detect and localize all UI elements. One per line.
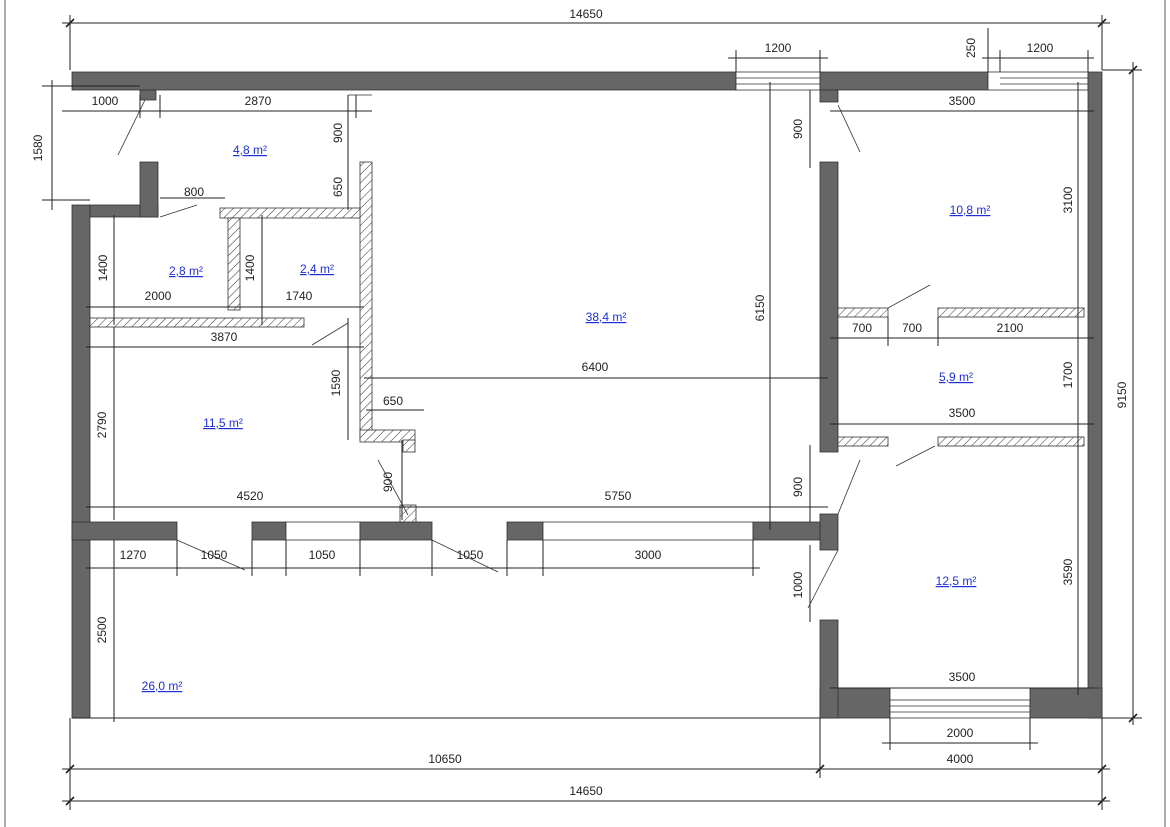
partition-bottom-post <box>399 504 417 523</box>
dim-r-3500-mid: 3500 <box>949 406 976 420</box>
dim-width-4520: 4520 <box>237 489 264 503</box>
partition-r-1 <box>837 307 889 318</box>
dim-r-3500-top: 3500 <box>949 94 976 108</box>
dim-seg-3000: 3000 <box>635 548 662 562</box>
wall-h-c <box>359 521 433 541</box>
wall-center-lower <box>819 619 839 719</box>
dim-corridor-1000: 1000 <box>92 94 119 108</box>
dim-left-2500: 2500 <box>95 616 109 643</box>
dim-win-top-right: 1200 <box>1027 41 1054 55</box>
wall-center-top-stub <box>819 89 839 103</box>
wall-h-a <box>71 521 178 541</box>
dim-seg-1050-c: 1050 <box>457 548 484 562</box>
area-room-5-9[interactable]: 5,9 m² <box>939 370 973 384</box>
dim-top-total: 14650 <box>569 7 603 21</box>
dim-hall-width: 3870 <box>211 330 238 344</box>
dim-bottom-left: 10650 <box>428 752 462 766</box>
wall-right <box>1087 71 1103 719</box>
dim-r-v-900-top: 900 <box>791 119 805 139</box>
dim-r-2000: 2000 <box>947 726 974 740</box>
partition-hall <box>89 317 305 328</box>
wall-center-vertical <box>819 161 839 453</box>
partition-r-3 <box>837 436 889 447</box>
partition-niche <box>359 429 416 443</box>
window-top-middle <box>735 71 821 91</box>
dim-r-v-900-mid: 900 <box>791 477 805 497</box>
dim-niche-650: 650 <box>383 394 403 408</box>
dim-right-total: 9150 <box>1115 381 1129 408</box>
dim-v-900-top: 900 <box>331 123 345 143</box>
partition-r-2 <box>937 307 1085 318</box>
dim-living-6400: 6400 <box>582 360 609 374</box>
opening-h-b <box>285 521 361 541</box>
opening-h-d <box>542 521 754 541</box>
wall-h-d <box>506 521 544 541</box>
area-room-10-8[interactable]: 10,8 m² <box>950 203 991 217</box>
area-room-2-8[interactable]: 2,8 m² <box>169 264 203 278</box>
partition-bath-top <box>219 207 361 219</box>
wall-top-right-a <box>819 71 989 91</box>
dimension-labels: 14650 1200 1200 250 1000 2870 1580 900 6… <box>31 7 1129 798</box>
dim-r-2100: 2100 <box>997 321 1024 335</box>
wall-center-stub <box>819 513 839 551</box>
door-swings <box>117 94 936 609</box>
area-room-26-0[interactable]: 26,0 m² <box>142 679 183 693</box>
wall-h-b <box>251 521 287 541</box>
dim-r-700-b: 700 <box>902 321 922 335</box>
dim-v-1590: 1590 <box>329 369 343 396</box>
dim-living-6150: 6150 <box>753 294 767 321</box>
dim-seg-1050-a: 1050 <box>201 548 228 562</box>
wall-bottom-right-b <box>1029 687 1103 719</box>
dim-bath1-height: 1400 <box>96 254 110 281</box>
interior-walls <box>71 89 1085 719</box>
dim-bottom-right: 4000 <box>947 752 974 766</box>
dim-v-650: 650 <box>331 177 345 197</box>
wall-left-stub <box>139 161 159 218</box>
area-room-4-8[interactable]: 4,8 m² <box>233 143 267 157</box>
dim-v-900-mid: 900 <box>381 472 395 492</box>
dim-r-3590: 3590 <box>1061 558 1075 585</box>
area-room-2-4[interactable]: 2,4 m² <box>300 262 334 276</box>
dim-r-3500-bot: 3500 <box>949 670 976 684</box>
dim-r-700-a: 700 <box>852 321 872 335</box>
partition-bath-right <box>359 161 373 441</box>
wall-left-top-stub <box>139 89 157 101</box>
area-room-12-5[interactable]: 12,5 m² <box>936 574 977 588</box>
dim-left-2790: 2790 <box>95 411 109 438</box>
dim-seg-1050-b: 1050 <box>309 548 336 562</box>
dim-bath1-width: 2000 <box>145 289 172 303</box>
dim-top-right-gap: 250 <box>964 38 978 58</box>
dim-bath2-height: 1400 <box>243 254 257 281</box>
dim-win-top-middle: 1200 <box>765 41 792 55</box>
window-top-right <box>987 71 1089 91</box>
dim-bath-door-800: 800 <box>184 185 204 199</box>
dim-r-1700: 1700 <box>1061 361 1075 388</box>
partition-bath-mid <box>227 217 241 311</box>
wall-top-left <box>71 71 737 91</box>
wall-left <box>71 204 91 719</box>
area-room-38-4[interactable]: 38,4 m² <box>586 310 627 324</box>
dim-seg-1270: 1270 <box>120 548 147 562</box>
outer-walls <box>71 71 1103 719</box>
partition-r-4 <box>937 436 1085 447</box>
dim-r-1000: 1000 <box>791 571 805 598</box>
dim-bottom-total: 14650 <box>569 784 603 798</box>
wall-h-e <box>752 521 821 541</box>
room-area-labels: 4,8 m² 2,8 m² 2,4 m² 38,4 m² 11,5 m² 26,… <box>142 143 991 693</box>
dim-corridor-2870: 2870 <box>245 94 272 108</box>
dim-left-1580: 1580 <box>31 134 45 161</box>
dim-width-5750: 5750 <box>605 489 632 503</box>
area-room-11-5[interactable]: 11,5 m² <box>203 416 243 430</box>
dimension-lines <box>42 15 1142 810</box>
partition-niche-end <box>402 439 416 453</box>
dim-r-3100: 3100 <box>1061 186 1075 213</box>
dim-bath2-width: 1740 <box>286 289 313 303</box>
window-bottom-right <box>889 699 1031 719</box>
